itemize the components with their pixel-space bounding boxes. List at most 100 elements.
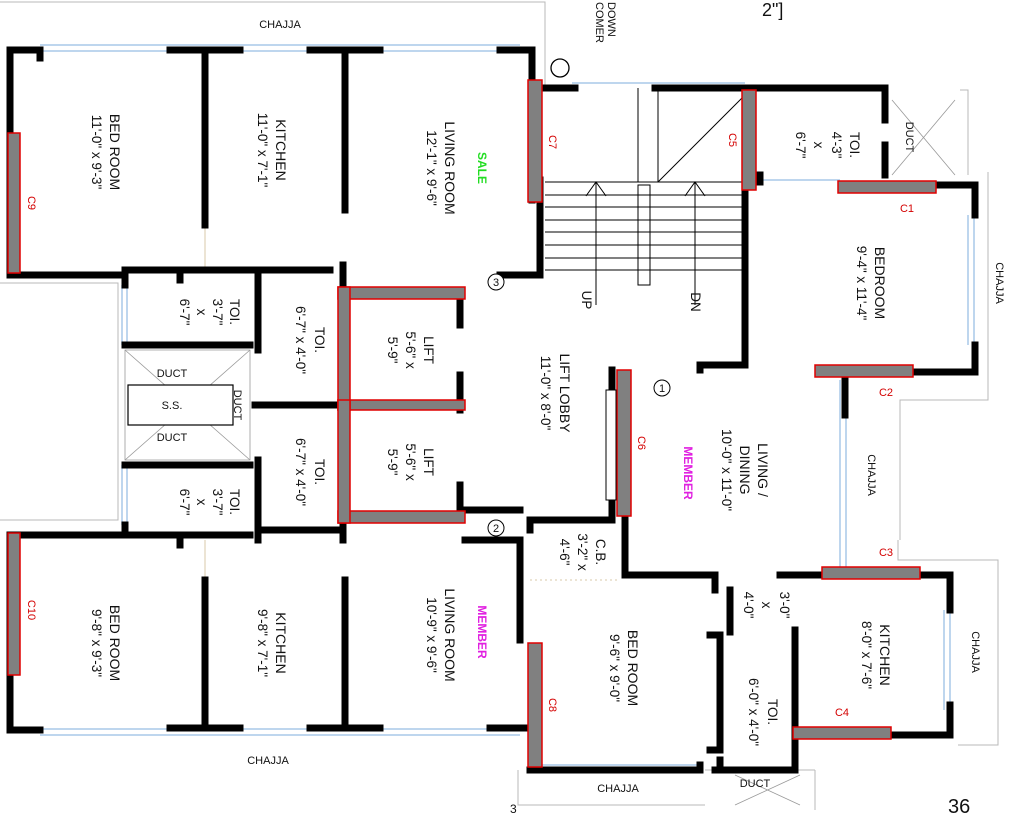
tl-toilet-a-dim2: x [194,309,209,316]
r-bedroom2-dims: 9'-6" x 9'-0" [607,634,622,702]
r-passage-dim1: 3'-0" [777,592,792,619]
column-c1 [837,180,937,194]
edge-fragment-bottom-right: 36 [948,796,970,813]
tl-toilet-a-name: TOI. [227,299,242,325]
lift-2-dim2: 5'-9" [385,449,400,476]
r-living-name1: LIVING / [755,443,771,497]
r-toilet-top-dim3: 6'-7" [793,132,808,159]
duct-label-upper: DUCT [157,368,188,380]
marker-1: 1 [659,383,665,395]
lift-column-mid [337,399,466,411]
duct-label-lower: DUCT [157,432,188,444]
tl-toilet-b-dims: 6'-7" x 4'-0" [293,306,308,374]
bl-living-name: LIVING ROOM [442,588,458,681]
duct-label-side: DUCT [231,390,243,421]
r-cb-dim1: 3'-2" x [575,533,590,571]
lift-2-dim1: 5'-6" x [403,443,418,481]
lift-2-name: LIFT [421,448,436,476]
edge-fragment-top: 2"] [762,0,783,20]
column-c10 [7,532,21,676]
tl-sale-tag: SALE [475,152,489,184]
bl-toilet-a-name: TOI. [227,489,242,515]
bl-toilet-a-dim3: 6'-7" [177,489,192,516]
tl-kitchen-dims: 11'-0" x 7'-1" [255,113,270,188]
bl-kitchen-dims: 9'-8" x 7'-1" [255,609,270,677]
chajja-outlines [0,1,999,810]
label-c2: C2 [879,387,893,399]
ss-label: S.S. [162,400,183,412]
labels: CHAJJA CHAJJA CHAJJA CHAJJA CHAJJA CHAJJ… [25,0,1005,813]
label-c9: C9 [25,196,37,210]
marker-3-circle [487,273,505,291]
ss-box [127,384,234,426]
lift-column-top [337,286,466,300]
r-cb-dim2: 4'-6" [557,539,572,566]
column-c8 [527,642,543,768]
r-toilet-top-dim2: x [811,142,826,149]
bl-toilet-b-dims: 6'-7" x 4'-0" [293,438,308,506]
column-c3 [821,566,921,580]
r-bedroom-dims: 9'-4" x 11'-4" [854,246,869,321]
r-passage-dim3: 4'-0" [741,592,756,619]
column-c9 [7,132,21,274]
column-c7 [527,79,543,203]
chajja-right-mid: CHAJJA [865,454,877,496]
bl-kitchen-name: KITCHEN [273,612,289,673]
tl-living-name: LIVING ROOM [442,121,458,214]
down-comer-line2: COMER [593,2,605,43]
lift-column-left-a [337,286,351,411]
label-c8: C8 [546,698,558,712]
lift-1-dim2: 5'-9" [385,337,400,364]
bl-living-dims: 10'-9" x 9'-6" [424,597,439,673]
r-bedroom-name: BEDROOM [872,247,888,319]
tl-toilet-a-dim3: 6'-7" [177,299,192,326]
lift-column-bot [337,510,466,524]
lift-1-name: LIFT [421,336,436,364]
bl-toilet-b-name: TOI. [312,459,327,485]
r-toilet-bot-dims: 6'-0" x 4'-0" [746,678,761,746]
r-bedroom2-name: BED ROOM [625,630,641,706]
lift-column-left-b [337,399,351,524]
bl-toilet-a-dim2: x [194,499,209,506]
marker-2: 2 [493,523,499,535]
stair-up-label: UP [579,291,594,310]
r-toilet-bot-name: TOI. [765,699,780,725]
down-comer-circle [550,58,570,78]
lift-1-dim1: 5'-6" x [403,331,418,369]
chajja-bottom-left: CHAJJA [247,755,289,767]
lift-door-detail [605,389,617,501]
r-member-tag: MEMBER [681,446,695,500]
stair-treads [545,88,746,305]
r-living-name2: DINING [737,446,753,495]
tl-bedroom-name: BED ROOM [107,114,123,190]
r-kitchen-name: KITCHEN [877,624,893,685]
r-kitchen-dims: 8'-0" x 7'-6" [859,621,874,689]
lift-lobby-dims: 11'-0" x 8'-0" [538,356,553,431]
tl-toilet-a-dim1: 3'-7" [210,299,225,326]
chajja-right-top: CHAJJA [993,262,1005,304]
tl-living-dims: 12'-1" x 9'-6" [424,130,439,206]
chajja-right-bot: CHAJJA [969,631,981,673]
label-c3: C3 [879,547,893,559]
r-toilet-top-name: TOI. [847,132,862,158]
edge-fragment-bottom-left: 3 [510,802,517,813]
r-toilet-top-dim1: 4'-3" [829,132,844,159]
r-living-dims: 10'-0" x 11'-0" [719,429,734,511]
duct-label-bottom: DUCT [740,778,771,790]
marker-2-circle [487,519,505,537]
bl-bedroom-name: BED ROOM [107,605,123,681]
marker-3: 3 [493,277,499,289]
label-c5: C5 [726,133,738,147]
column-c4 [792,726,892,740]
tl-bedroom-dims: 11'-0" x 9'-3" [89,115,104,190]
down-comer-line1: DOWN [605,2,617,37]
bl-bedroom-dims: 9'-8" x 9'-3" [89,609,104,677]
chajja-top: CHAJJA [259,19,301,31]
label-c6: C6 [635,436,647,450]
tl-kitchen-name: KITCHEN [273,119,289,180]
duct-label-top-right: DUCT [903,122,915,153]
r-passage-dim2: x [759,602,774,609]
bl-member-tag: MEMBER [475,605,489,659]
label-c1: C1 [900,203,914,215]
